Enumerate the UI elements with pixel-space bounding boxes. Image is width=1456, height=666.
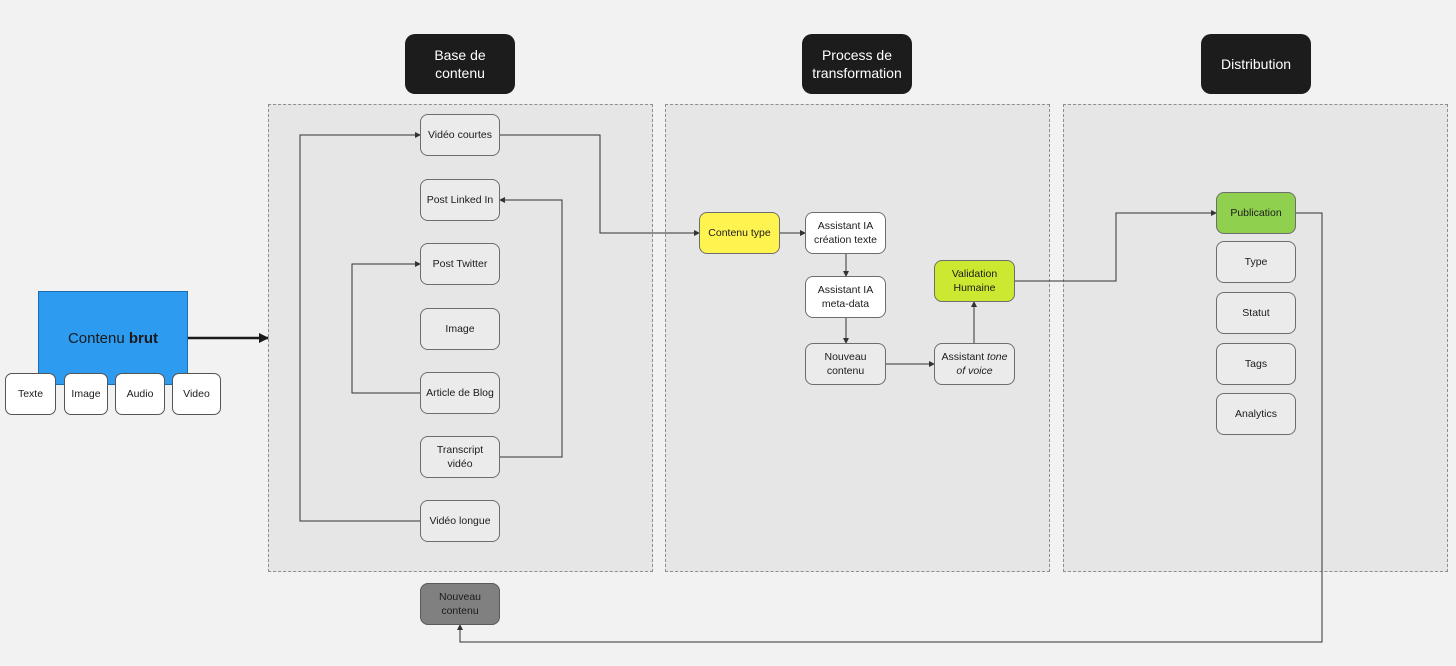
node-nouveau-contenu-process: Nouveau contenu [805,343,886,385]
contenu-brut-block: Contenu brut [38,291,188,385]
node-transcript-video-line1: Transcript [436,444,484,456]
node-nouveau-contenu-output-line2: contenu [441,605,479,617]
node-nouveau-contenu-output-line1: Nouveau [438,591,482,603]
node-validation-line2: Humaine [953,282,996,294]
node-nouveau-contenu-output: Nouveau contenu [420,583,500,625]
header-distribution: Distribution [1201,34,1311,94]
node-transcript-video-line2: vidéo [447,458,473,470]
node-assistant-texte-line1: Assistant IA [817,220,874,232]
node-tone-line1: Assistant tone [941,351,1008,363]
header-process-de-transformation: Process de transformation [802,34,912,94]
node-transcript-video: Transcript vidéo [420,436,500,478]
node-assistant-meta-line1: Assistant IA [817,284,874,296]
node-assistant-meta-line2: meta-data [821,298,870,310]
contenu-brut-label: Contenu brut [67,330,159,347]
node-assistant-texte-line2: création texte [813,234,878,246]
node-type: Type [1216,241,1296,283]
node-image: Image [420,308,500,350]
format-chip-video: Video [172,373,221,415]
node-post-twitter: Post Twitter [420,243,500,285]
format-chip-audio: Audio [115,373,165,415]
format-chip-texte: Texte [5,373,56,415]
node-contenu-type: Contenu type [699,212,780,254]
node-validation-humaine: Validation Humaine [934,260,1015,302]
node-tone-line2: of voice [956,365,993,377]
node-videos-courtes: Vidéo courtes [420,114,500,156]
node-validation-line1: Validation [951,268,998,280]
node-assistant-ia-meta-data: Assistant IA meta-data [805,276,886,318]
node-assistant-ia-creation-texte: Assistant IA création texte [805,212,886,254]
panel-distribution [1063,104,1448,572]
node-article-de-blog: Article de Blog [420,372,500,414]
panel-process-de-transformation [665,104,1050,572]
node-post-linkedin: Post Linked In [420,179,500,221]
node-nouveau-process-line2: contenu [826,365,865,377]
header-base-de-contenu: Base de contenu [405,34,515,94]
node-tags: Tags [1216,343,1296,385]
format-chip-image: Image [64,373,108,415]
node-nouveau-process-line1: Nouveau [824,351,867,363]
node-statut: Statut [1216,292,1296,334]
node-analytics: Analytics [1216,393,1296,435]
node-publication: Publication [1216,192,1296,234]
node-video-longue: Vidéo longue [420,500,500,542]
node-assistant-tone-of-voice: Assistant tone of voice [934,343,1015,385]
